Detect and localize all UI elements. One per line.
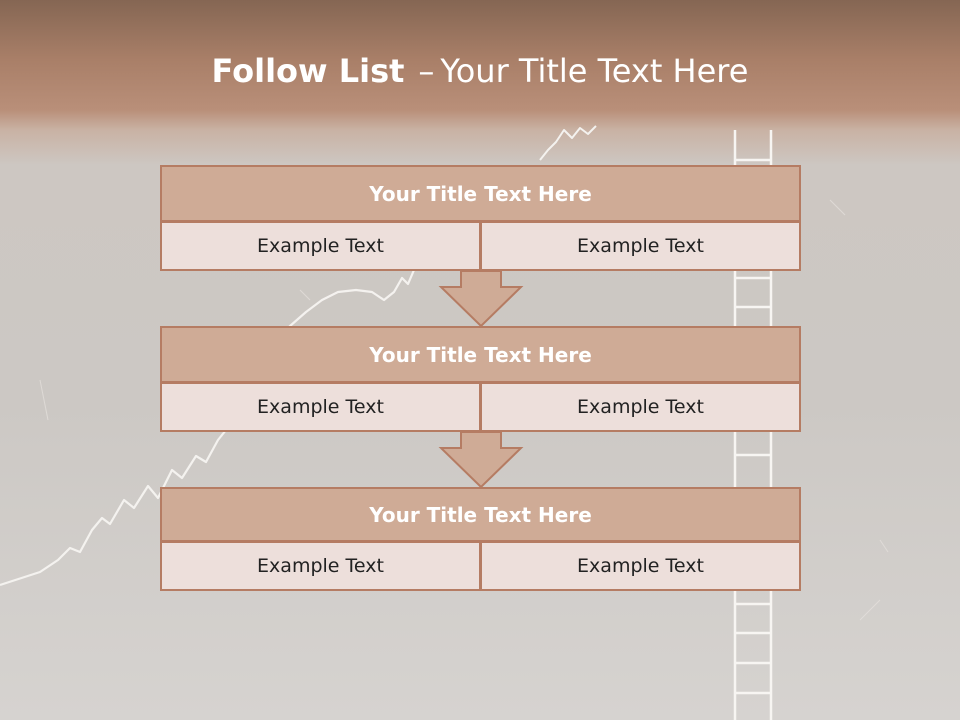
title-dash: – <box>418 52 435 90</box>
block-cell-right: Example Text <box>480 383 801 432</box>
title-bold: Follow List <box>211 52 405 90</box>
block-header: Your Title Text Here <box>160 165 801 222</box>
title-rest: Your Title Text Here <box>440 52 749 90</box>
block-cell-left: Example Text <box>160 383 481 432</box>
block-cell-right: Example Text <box>480 222 801 271</box>
chalk-growth-line <box>0 269 416 587</box>
list-block-3: Your Title Text Here Example Text Exampl… <box>160 487 801 591</box>
down-arrow-icon <box>438 270 524 328</box>
list-block-1: Your Title Text Here Example Text Exampl… <box>160 165 801 271</box>
slide-title: Follow List–Your Title Text Here <box>0 52 960 90</box>
block-cell-left: Example Text <box>160 222 481 271</box>
block-cell-right: Example Text <box>480 542 801 591</box>
block-header: Your Title Text Here <box>160 487 801 542</box>
chalk-scratches <box>39 199 889 621</box>
block-header: Your Title Text Here <box>160 326 801 383</box>
down-arrow-icon <box>438 431 524 489</box>
chalk-growth-line-top <box>539 125 597 161</box>
list-block-2: Your Title Text Here Example Text Exampl… <box>160 326 801 432</box>
block-cell-left: Example Text <box>160 542 481 591</box>
